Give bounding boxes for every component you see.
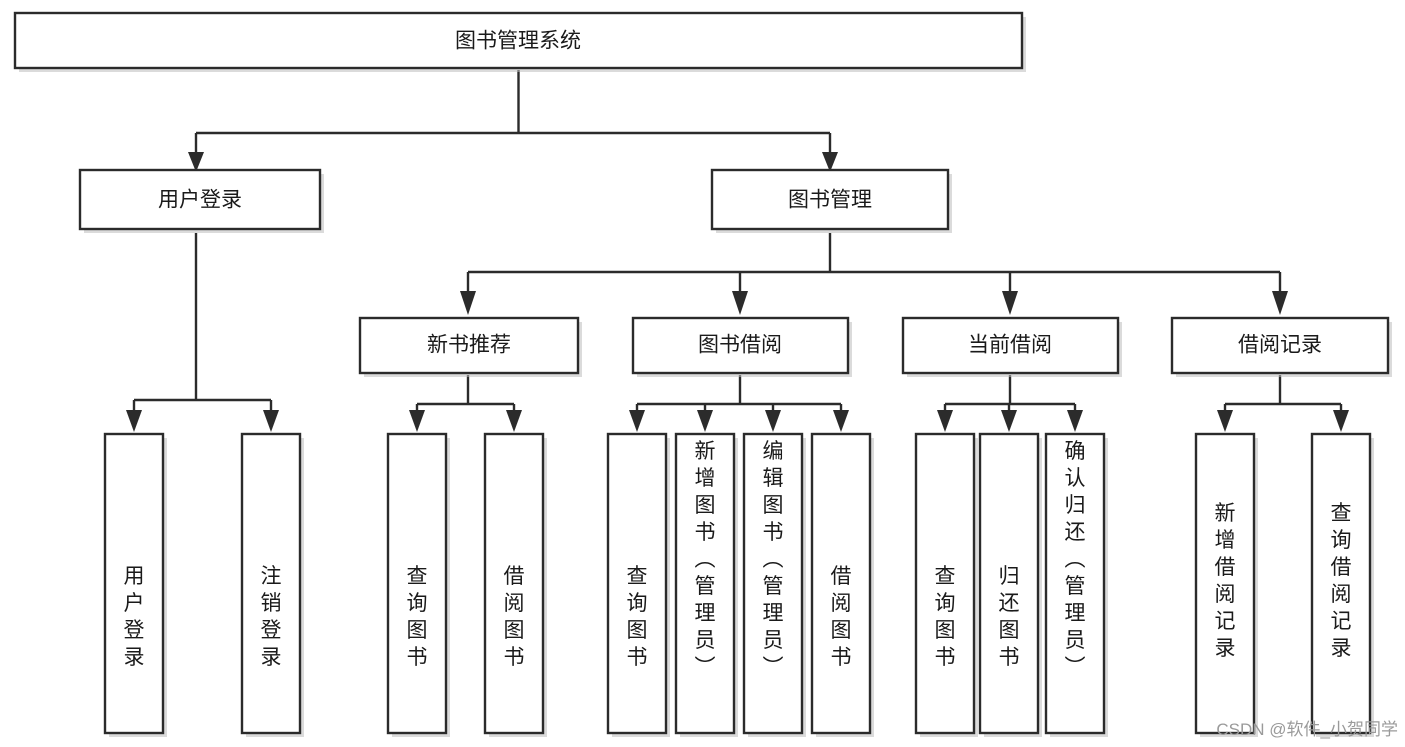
node-user-login[interactable]: 用户登录 <box>78 168 324 233</box>
node-current-borrow-label: 当前借阅 <box>968 334 1052 357</box>
node-leaf-borrow-book-1-box[interactable] <box>483 432 545 735</box>
node-book-manage[interactable]: 图书管理 <box>710 168 952 233</box>
node-leaf-query-book-2-label: 查询图书 <box>627 565 648 669</box>
node-leaf-user-login[interactable]: 用户登录 <box>103 432 167 737</box>
node-leaf-query-borrow-record-label: 查询借阅记录 <box>1331 502 1352 660</box>
node-borrow-record[interactable]: 借阅记录 <box>1170 316 1392 377</box>
arrow-to-leaf-add-borrow-record <box>1217 410 1233 432</box>
node-leaf-return-book[interactable]: 归还图书 <box>978 432 1042 737</box>
node-borrow-record-label: 借阅记录 <box>1238 334 1322 357</box>
arrow-to-leaf-query-book-2 <box>629 410 645 432</box>
node-book-manage-label: 图书管理 <box>788 189 872 212</box>
node-leaf-query-borrow-record-box[interactable] <box>1310 432 1372 735</box>
node-leaf-confirm-return-admin-box[interactable] <box>1044 432 1106 735</box>
node-leaf-add-book-admin-box[interactable] <box>674 432 736 735</box>
node-leaf-logout-login-label: 注销登录 <box>261 565 282 669</box>
node-book-borrow[interactable]: 图书借阅 <box>631 316 852 377</box>
node-current-borrow[interactable]: 当前借阅 <box>901 316 1122 377</box>
node-user-login-label: 用户登录 <box>158 189 242 212</box>
node-new-book-rec-label: 新书推荐 <box>427 334 511 357</box>
node-new-book-rec[interactable]: 新书推荐 <box>358 316 582 377</box>
arrow-to-leaf-user-login <box>126 410 142 432</box>
arrow-to-current-borrow <box>1002 291 1018 315</box>
arrow-to-leaf-add-book-admin <box>697 410 713 432</box>
node-leaf-query-book-1-box[interactable] <box>386 432 448 735</box>
node-leaf-query-book-2[interactable]: 查询图书 <box>606 432 670 737</box>
node-leaf-borrow-book-1-label: 借阅图书 <box>504 565 525 669</box>
node-leaf-query-book-3[interactable]: 查询图书 <box>914 432 978 737</box>
node-leaf-borrow-book-1[interactable]: 借阅图书 <box>483 432 547 737</box>
node-leaf-edit-book-admin[interactable]: 编辑图书︵管理员︶ <box>742 432 806 737</box>
arrow-to-leaf-borrow-book-2 <box>833 410 849 432</box>
node-new-book-rec-box[interactable] <box>358 316 580 375</box>
node-leaf-logout-login-box[interactable] <box>240 432 302 735</box>
arrow-to-borrow-record <box>1272 291 1288 315</box>
node-leaf-query-book-3-label: 查询图书 <box>935 565 956 669</box>
node-leaf-borrow-book-2-box[interactable] <box>810 432 872 735</box>
arrow-to-user-login <box>188 152 204 172</box>
node-book-manage-box[interactable] <box>710 168 950 231</box>
arrow-to-new-book-rec <box>460 291 476 315</box>
node-leaf-logout-login[interactable]: 注销登录 <box>240 432 304 737</box>
node-root[interactable]: 图书管理系统 <box>13 11 1026 72</box>
arrow-to-leaf-borrow-book-1 <box>506 410 522 432</box>
csdn-watermark: CSDN @软件_小贺同学 <box>1216 720 1398 739</box>
arrow-to-leaf-confirm-return-admin <box>1067 410 1083 432</box>
edge-layer <box>126 70 1349 432</box>
node-user-login-box[interactable] <box>78 168 322 231</box>
node-current-borrow-box[interactable] <box>901 316 1120 375</box>
node-leaf-confirm-return-admin-label: 确认归还︵管理员︶ <box>1065 440 1086 679</box>
node-leaf-query-book-2-box[interactable] <box>606 432 668 735</box>
arrow-to-leaf-return-book <box>1001 410 1017 432</box>
arrow-to-book-manage <box>822 152 838 172</box>
node-leaf-return-book-box[interactable] <box>978 432 1040 735</box>
node-leaf-add-book-admin-label: 新增图书︵管理员︶ <box>695 440 716 679</box>
arrow-to-leaf-query-book-3 <box>937 410 953 432</box>
node-leaf-user-login-label: 用户登录 <box>124 565 145 669</box>
node-root-box[interactable] <box>13 11 1024 70</box>
node-leaf-edit-book-admin-label: 编辑图书︵管理员︶ <box>763 440 784 679</box>
arrow-to-book-borrow <box>732 291 748 315</box>
arrow-to-leaf-query-borrow-record <box>1333 410 1349 432</box>
arrow-to-leaf-logout-login <box>263 410 279 432</box>
node-leaf-user-login-box[interactable] <box>103 432 165 735</box>
node-leaf-return-book-label: 归还图书 <box>999 565 1020 669</box>
node-root-label: 图书管理系统 <box>455 30 581 53</box>
node-leaf-add-borrow-record-box[interactable] <box>1194 432 1256 735</box>
node-leaf-borrow-book-2-label: 借阅图书 <box>831 565 852 669</box>
node-leaf-borrow-book-2[interactable]: 借阅图书 <box>810 432 874 737</box>
node-leaf-query-book-1[interactable]: 查询图书 <box>386 432 450 737</box>
node-book-borrow-label: 图书借阅 <box>698 334 782 357</box>
arrow-to-leaf-edit-book-admin <box>765 410 781 432</box>
node-leaf-edit-book-admin-box[interactable] <box>742 432 804 735</box>
node-leaf-query-book-3-box[interactable] <box>914 432 976 735</box>
node-borrow-record-box[interactable] <box>1170 316 1390 375</box>
node-leaf-add-borrow-record-label: 新增借阅记录 <box>1215 502 1236 660</box>
node-leaf-query-book-1-label: 查询图书 <box>407 565 428 669</box>
arrow-to-leaf-query-book-1 <box>409 410 425 432</box>
node-leaf-add-borrow-record[interactable]: 新增借阅记录 <box>1194 432 1258 737</box>
node-leaf-query-borrow-record[interactable]: 查询借阅记录 <box>1310 432 1374 737</box>
node-book-borrow-box[interactable] <box>631 316 850 375</box>
node-leaf-add-book-admin[interactable]: 新增图书︵管理员︶ <box>674 432 738 737</box>
node-leaf-confirm-return-admin[interactable]: 确认归还︵管理员︶ <box>1044 432 1108 737</box>
